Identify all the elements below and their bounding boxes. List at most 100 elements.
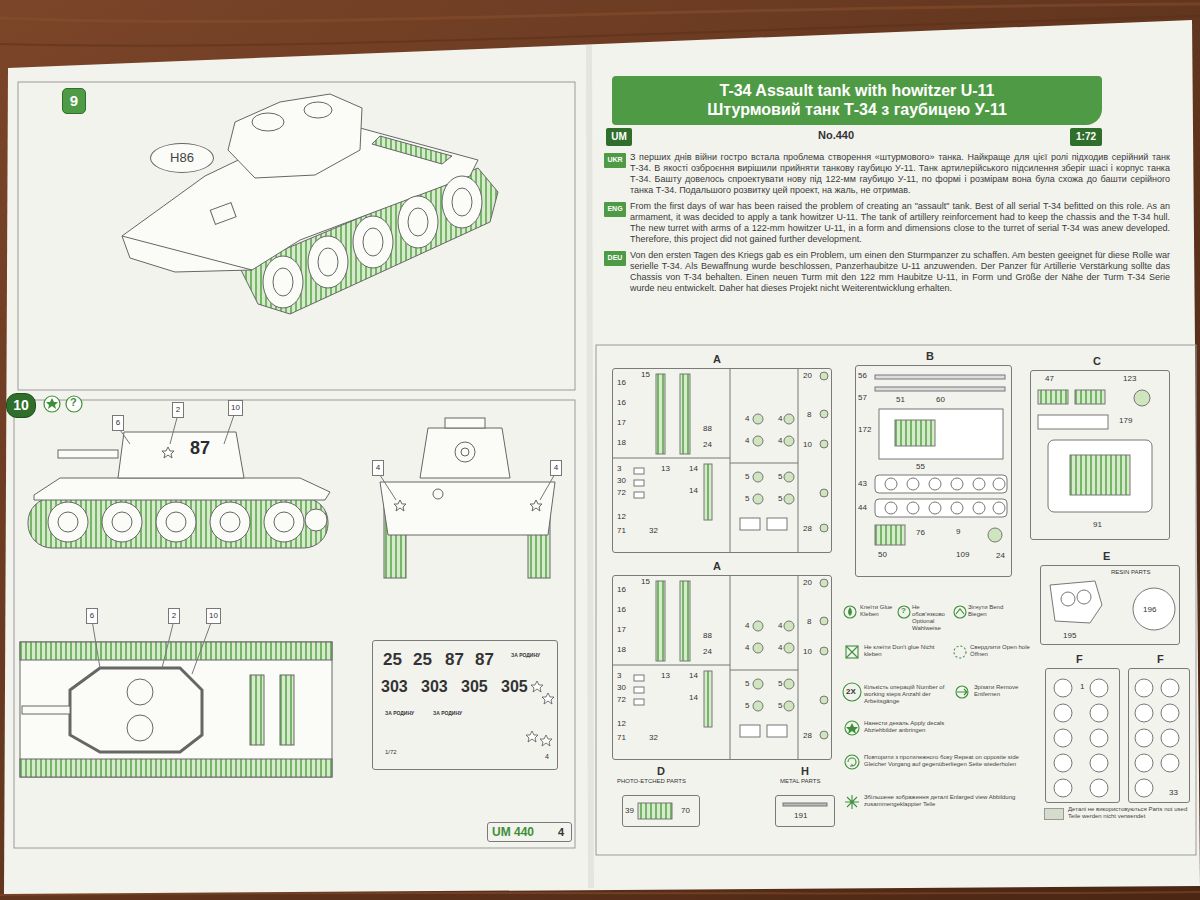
sprue-c-parts [1134, 390, 1150, 406]
part-number: 16 [617, 379, 626, 387]
decal-stars [531, 681, 543, 692]
decal-text: 25 [413, 651, 432, 668]
part-number: 5 [745, 702, 749, 710]
part-number: 8 [807, 618, 811, 626]
legend-text: Нанести декаль Apply decals Abziehbilder… [864, 720, 954, 734]
part-number: 32 [649, 527, 658, 535]
part-number: 14 [689, 672, 698, 680]
tank-top-view [127, 715, 153, 741]
step-frames [596, 345, 1196, 855]
footer-text: 4 [558, 827, 564, 838]
part-number: 57 [858, 394, 867, 402]
part-number: 196 [1143, 606, 1156, 614]
part-number: 30 [617, 684, 626, 692]
tank-front-view [530, 500, 542, 511]
decal-stars [542, 693, 554, 704]
sprue-f-parts [1090, 779, 1108, 797]
part-number: 88 [703, 425, 712, 433]
callout-number: 2 [172, 611, 176, 620]
part-number: 5 [778, 680, 782, 688]
step-frames [14, 82, 1196, 855]
tank-iso-drawing [304, 102, 332, 118]
sprue-b-parts [988, 528, 1002, 542]
part-number: 4 [778, 622, 782, 630]
decal-text: 303 [421, 679, 448, 695]
decal-stars [526, 681, 554, 746]
sprue-b-parts [973, 478, 985, 490]
sprue-f-parts [1161, 729, 1179, 747]
step-frames [18, 82, 575, 390]
legend-text: Не клеїти Don't glue Nicht kleben [864, 644, 948, 658]
part-number: A [713, 354, 721, 365]
part-number: 71 [617, 734, 626, 742]
legend-icons [843, 683, 861, 701]
sprue-b-parts [875, 525, 905, 545]
icon-text: 2X [846, 688, 856, 696]
sprue-f-parts [1135, 729, 1153, 747]
tank-side-view [58, 512, 78, 532]
sprue-b-parts [907, 502, 919, 514]
history-text: From the first days of war has been rais… [630, 201, 1170, 245]
sprue-f-parts [1054, 679, 1108, 797]
brand-text: UM [611, 131, 627, 143]
part-number: F [1076, 654, 1083, 665]
tank-iso-drawing [452, 188, 472, 216]
part-number: 5 [745, 473, 749, 481]
kit-number: No.440 [818, 130, 854, 141]
sprue-frame: ERESIN PARTS195196 [1040, 565, 1180, 645]
part-number: 14 [689, 694, 698, 702]
step-number: 10 [13, 397, 29, 413]
sprue-e-parts [1050, 581, 1175, 630]
legend-icons [844, 606, 856, 618]
language-code: ENG [607, 205, 622, 213]
decal-stars [540, 735, 552, 746]
sprue-b-parts [951, 502, 963, 514]
decal-sheet: 25258787ЗА РОДИНУ303303305305ЗА РОДИНУЗА… [372, 640, 558, 770]
legend-icons [846, 646, 858, 658]
part-number: 8 [807, 411, 811, 419]
part-number: 4 [778, 437, 782, 445]
part-number: 1 [1080, 683, 1084, 691]
tank-side-view [102, 502, 142, 542]
tank-iso-drawing [353, 216, 393, 268]
language-tag: UKR [604, 153, 626, 168]
part-number: 5 [778, 473, 782, 481]
legend-text: Не обов'язково Optional Wahlweise [912, 604, 952, 632]
legend-text: Повторити з протилежного боку Repeat on … [864, 754, 1034, 768]
part-number: 4 [745, 622, 749, 630]
part-number: 71 [617, 527, 626, 535]
part-number: C [1093, 356, 1101, 367]
tank-top-view [20, 642, 332, 777]
decal-text: 1/72 [385, 749, 397, 755]
step-badge: 10 [6, 393, 36, 418]
part-number: E [1103, 551, 1110, 562]
sprue-frame: F33 [1128, 668, 1190, 803]
sprue-b-parts [885, 502, 897, 514]
tank-side-view [305, 509, 327, 531]
part-number: 88 [703, 632, 712, 640]
part-number: 51 [896, 396, 905, 404]
part-number: 12 [617, 513, 626, 521]
sprue-f-parts [1161, 679, 1179, 697]
sprue-f-parts [1161, 704, 1179, 722]
tank-iso-drawing [273, 268, 293, 296]
part-number: 72 [617, 489, 626, 497]
part-number: 16 [617, 399, 626, 407]
tank-front-view [380, 482, 555, 535]
sprue-f-parts [1090, 754, 1108, 772]
part-number: 18 [617, 439, 626, 447]
part-number: 55 [916, 463, 925, 471]
tank-side-view [58, 450, 118, 458]
scale-box: 1:72 [1070, 128, 1102, 146]
sprue-drawings [612, 575, 828, 760]
sprue-f-parts [1161, 754, 1179, 772]
part-number: 5 [745, 495, 749, 503]
decal-text: 4 [545, 753, 549, 760]
callout-number: 6 [116, 418, 120, 427]
tank-top-view [22, 706, 70, 714]
decal-text: ЗА РОДИНУ [385, 711, 414, 716]
tank-side-view [210, 502, 250, 542]
part-number: 16 [617, 586, 626, 594]
part-number: 47 [1045, 375, 1054, 383]
